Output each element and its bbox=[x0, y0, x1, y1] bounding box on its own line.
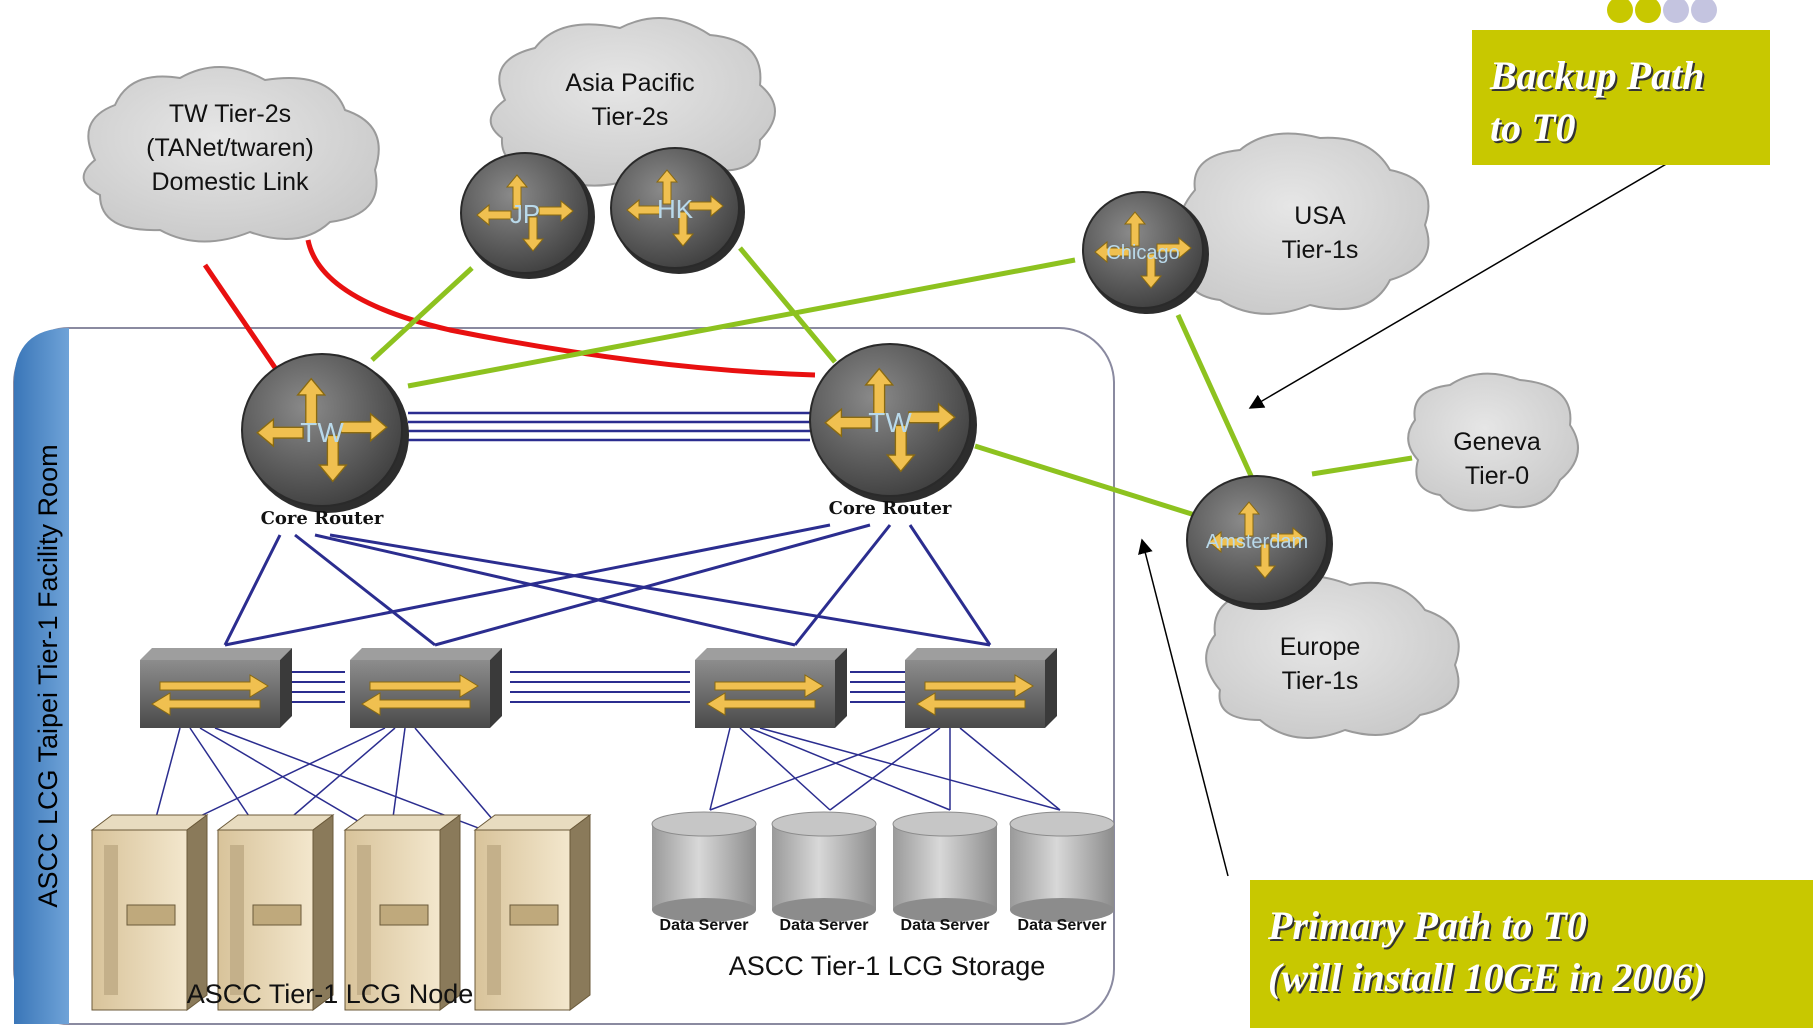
data-server-3 bbox=[892, 811, 998, 922]
core-switch-links bbox=[223, 523, 992, 647]
cloud-tw-tier2-line2: (TANet/twaren) bbox=[146, 134, 314, 162]
router-jp-label: JP bbox=[510, 199, 540, 229]
core-router-1-label: TW bbox=[300, 417, 344, 448]
link-chicago-amsterdam bbox=[1175, 313, 1255, 480]
core-interlink bbox=[408, 411, 810, 442]
switch-4 bbox=[905, 648, 1057, 728]
router-chicago: Chicago bbox=[1082, 191, 1209, 314]
cloud-asia-pacific-line1: Asia Pacific bbox=[565, 69, 694, 97]
router-hk-label: HK bbox=[657, 194, 694, 224]
backup-path-line2: to T0 bbox=[1490, 105, 1576, 150]
cloud-usa-line1: USA bbox=[1294, 202, 1346, 230]
server-2 bbox=[216, 814, 335, 1011]
backup-path-arrow bbox=[1248, 162, 1669, 409]
core-router-2-caption: Core Router bbox=[829, 498, 952, 519]
domestic-link-2 bbox=[305, 239, 816, 378]
link-hk-core2 bbox=[738, 246, 837, 364]
cloud-europe-line2: Tier-1s bbox=[1282, 667, 1359, 695]
switch-1 bbox=[140, 648, 292, 728]
lcg-node-label: ASCC Tier-1 LCG Node bbox=[187, 979, 474, 1009]
server-4 bbox=[473, 814, 592, 1011]
core-router-2: TW bbox=[809, 343, 977, 503]
facility-side-label: ASCC LCG Taipei Tier-1 Facility Room bbox=[33, 444, 63, 907]
cloud-geneva-line2: Tier-0 bbox=[1465, 462, 1529, 490]
data-server-1 bbox=[651, 811, 757, 922]
cloud-usa: USA Tier-1s bbox=[1177, 132, 1430, 315]
domestic-link-1 bbox=[202, 263, 283, 377]
server-1 bbox=[90, 814, 209, 1011]
cloud-tw-tier2-line1: TW Tier-2s bbox=[169, 100, 291, 128]
core-router-2-label: TW bbox=[868, 407, 912, 438]
backup-path-callout: Backup Path to T0 bbox=[1472, 30, 1770, 165]
data-server-label-3: Data Server bbox=[901, 917, 990, 934]
server-3 bbox=[343, 814, 462, 1011]
cloud-usa-line2: Tier-1s bbox=[1282, 236, 1359, 264]
link-core2-amsterdam bbox=[974, 443, 1199, 519]
core-router-1-caption: Core Router bbox=[261, 508, 384, 529]
link-jp-core1 bbox=[370, 266, 474, 362]
backup-path-line1: Backup Path bbox=[1490, 53, 1705, 98]
switch-interlinks bbox=[290, 671, 905, 703]
router-amsterdam: Amsterdam bbox=[1186, 475, 1333, 610]
router-chicago-label: Chicago bbox=[1106, 242, 1179, 264]
data-server-label-1: Data Server bbox=[660, 917, 749, 934]
switch-2 bbox=[350, 648, 502, 728]
cloud-tw-tier2-line3: Domestic Link bbox=[152, 168, 309, 196]
cloud-geneva-line1: Geneva bbox=[1453, 428, 1541, 456]
lcg-storage-label: ASCC Tier-1 LCG Storage bbox=[729, 951, 1046, 981]
international-links bbox=[370, 246, 1413, 519]
primary-path-line1: Primary Path to T0 bbox=[1268, 903, 1587, 948]
facility-side-bar bbox=[14, 328, 69, 1024]
link-core1-chicago bbox=[407, 257, 1076, 389]
cloud-tw-tier2: TW Tier-2s (TANet/twaren) Domestic Link bbox=[82, 66, 380, 243]
switch-3 bbox=[695, 648, 847, 728]
core-router-1: TW bbox=[241, 353, 409, 513]
decorative-dots bbox=[1607, 0, 1717, 23]
cloud-asia-pacific-line2: Tier-2s bbox=[592, 103, 669, 131]
cloud-europe: Europe Tier-1s bbox=[1205, 575, 1460, 739]
router-jp: JP bbox=[460, 152, 595, 279]
domestic-links bbox=[202, 239, 816, 378]
cloud-geneva: Geneva Tier-0 bbox=[1407, 372, 1579, 512]
data-server-4 bbox=[1009, 811, 1115, 922]
data-server-2 bbox=[771, 811, 877, 922]
link-amsterdam-geneva bbox=[1311, 455, 1413, 477]
primary-path-line2: (will install 10GE in 2006) bbox=[1268, 955, 1706, 1000]
router-amsterdam-label: Amsterdam bbox=[1206, 531, 1308, 553]
cloud-europe-line1: Europe bbox=[1280, 633, 1361, 661]
primary-path-arrow bbox=[1138, 538, 1229, 877]
primary-path-callout: Primary Path to T0 (will install 10GE in… bbox=[1250, 880, 1813, 1028]
data-server-label-4: Data Server bbox=[1018, 917, 1107, 934]
data-server-label-2: Data Server bbox=[780, 917, 869, 934]
router-hk: HK bbox=[610, 147, 745, 274]
